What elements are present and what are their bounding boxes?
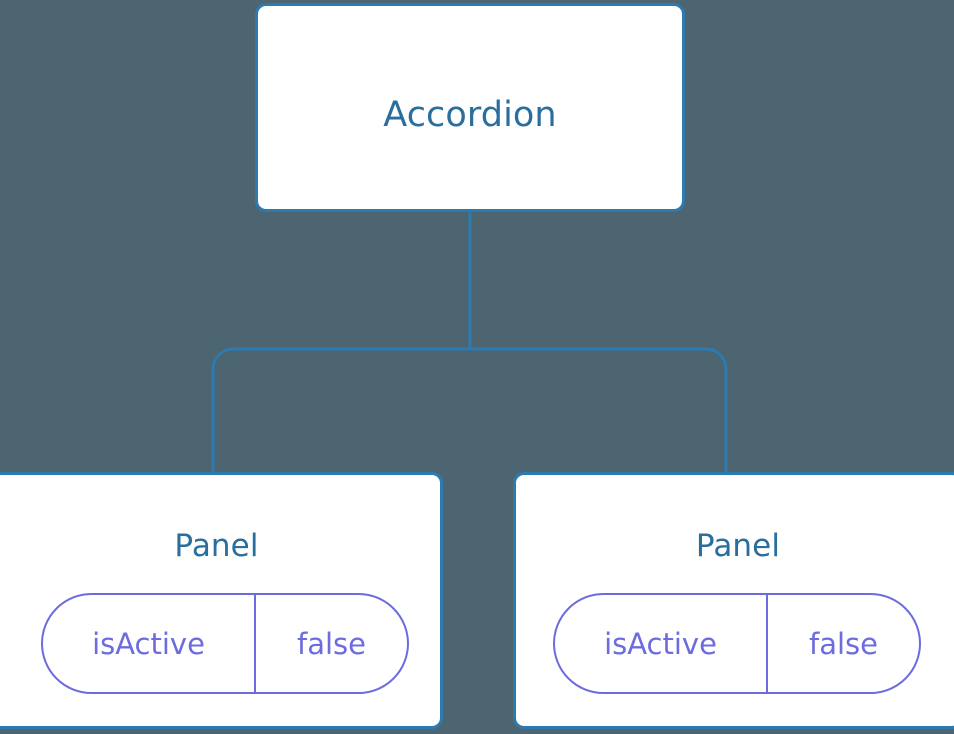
node-panel-right-state-value: false [809,626,878,661]
node-panel-left-state-badge: isActive false [41,593,409,694]
node-accordion[interactable]: Accordion [255,3,685,212]
edge-accordion-to-panel-left [211,347,470,474]
node-panel-left[interactable]: Panel isActive false [0,472,443,729]
node-panel-left-title: Panel [174,528,259,564]
node-panel-right-state-badge: isActive false [553,593,921,694]
node-accordion-title: Accordion [383,95,557,135]
node-panel-right[interactable]: Panel isActive false [513,472,954,729]
node-panel-right-title: Panel [695,528,781,564]
node-panel-right-state-key: isActive [555,595,768,692]
node-panel-left-state-key: isActive [43,595,256,692]
edge-accordion-to-panel-right [470,347,728,474]
node-panel-left-state-value: false [297,626,366,661]
